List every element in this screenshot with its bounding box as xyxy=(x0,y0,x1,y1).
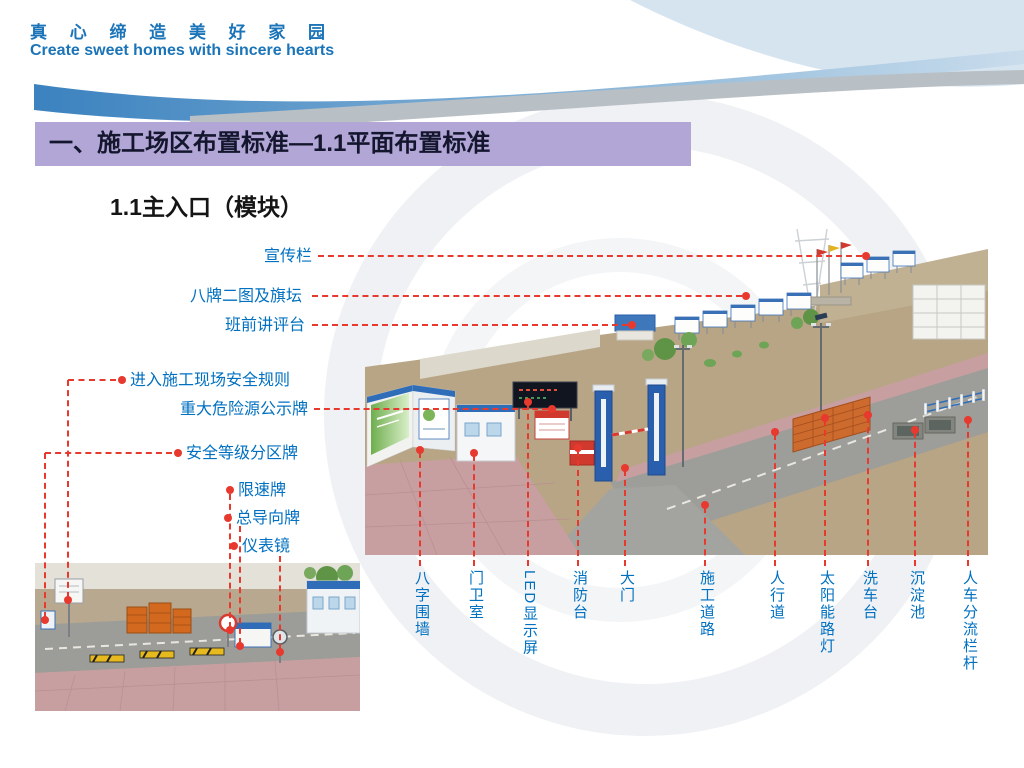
callout-line xyxy=(68,379,116,381)
callout-label-briefing-platform: 班前讲评台 xyxy=(225,317,306,334)
section-title-bar: 一、施工场区布置标准—1.1平面布置标准 xyxy=(35,122,691,166)
callout-line xyxy=(824,420,826,566)
callout-label-publicity-board: 宣传栏 xyxy=(264,248,313,265)
callout-label-gatehouse: 门卫室 xyxy=(467,570,484,621)
callout-dot xyxy=(236,642,244,650)
callout-dot xyxy=(701,501,709,509)
callout-label-speed-limit: 限速牌 xyxy=(238,482,287,499)
section-subtitle: 1.1主入口（模块） xyxy=(110,194,303,220)
callout-dot xyxy=(964,416,972,424)
callout-line xyxy=(239,526,241,644)
callout-dot xyxy=(41,616,49,624)
callout-dot xyxy=(771,428,779,436)
callout-line xyxy=(704,507,706,566)
callout-line xyxy=(44,453,46,618)
solar-street-lamps xyxy=(674,312,831,467)
callout-line xyxy=(229,494,231,628)
callout-label-wheel-wash: 洗车台 xyxy=(861,570,878,621)
callout-line xyxy=(914,432,916,566)
main-rendering-image xyxy=(365,228,988,555)
signboard-row xyxy=(674,292,812,340)
pallet-stacks xyxy=(126,602,192,634)
publicity-board-row xyxy=(840,250,916,285)
header-slogan-cn: 真 心 缔 造 美 好 家 园 xyxy=(30,23,335,42)
callout-dot xyxy=(224,514,232,522)
header-swoosh-decoration xyxy=(34,0,1024,132)
callout-label-led-screen: LED显示屏 xyxy=(521,570,538,657)
callout-label-construction-road: 施工道路 xyxy=(698,570,715,638)
callout-dot xyxy=(628,321,636,329)
callout-line xyxy=(45,452,172,454)
callout-dot xyxy=(862,252,870,260)
callout-line xyxy=(312,295,742,297)
callout-line xyxy=(279,556,281,650)
safety-rules-sign xyxy=(54,578,84,637)
callout-line xyxy=(314,408,548,410)
callout-line xyxy=(624,470,626,566)
callout-label-sedimentation-pit: 沉淀池 xyxy=(908,570,925,621)
thumbnail-rendering-image xyxy=(35,563,360,711)
callout-label-separation-railing: 人车分流栏杆 xyxy=(961,570,978,672)
callout-dot xyxy=(470,449,478,457)
callout-label-solar-lamp: 太阳能路灯 xyxy=(818,570,835,655)
approach-road xyxy=(550,485,745,555)
callout-dot xyxy=(524,398,532,406)
callout-dot xyxy=(864,411,872,419)
callout-label-hazard-board: 重大危险源公示牌 xyxy=(180,401,309,418)
callout-line xyxy=(318,255,862,257)
callout-line xyxy=(527,404,529,566)
led-screen xyxy=(512,381,578,421)
callout-dot xyxy=(118,376,126,384)
callout-label-direction-board: 总导向牌 xyxy=(236,510,301,527)
callout-dot xyxy=(230,542,238,550)
callout-dot xyxy=(742,292,750,300)
striped-barriers xyxy=(89,647,225,663)
separation-railing xyxy=(923,388,986,416)
callout-dot xyxy=(416,446,424,454)
header-slogan-en: Create sweet homes with sincere hearts xyxy=(30,42,335,59)
callout-label-fire-station: 消防台 xyxy=(571,570,588,621)
callout-dot xyxy=(276,648,284,656)
main-road xyxy=(610,367,988,542)
pink-plaza xyxy=(365,455,580,555)
callout-label-mirror: 仪表镜 xyxy=(242,538,291,555)
callout-line xyxy=(473,455,475,566)
callout-dot xyxy=(548,405,556,413)
callout-dot xyxy=(911,426,919,434)
callout-line xyxy=(577,450,579,566)
callout-dot xyxy=(574,444,582,452)
thumb-building xyxy=(306,580,360,634)
callout-line xyxy=(867,417,869,566)
callout-line xyxy=(419,452,421,566)
wheel-wash-platform xyxy=(792,396,871,453)
fire-station-cabinet xyxy=(569,440,595,466)
callout-line xyxy=(67,380,69,598)
thumb-pavement xyxy=(35,657,360,711)
callout-line xyxy=(967,422,969,566)
callout-label-splayed-wall: 八字围墙 xyxy=(413,570,430,638)
callout-dot xyxy=(226,486,234,494)
gatehouse xyxy=(456,404,516,462)
gate-columns xyxy=(592,378,668,482)
callout-dot xyxy=(226,626,234,634)
callout-label-zone-grade: 安全等级分区牌 xyxy=(186,445,299,462)
container-stack xyxy=(912,284,986,340)
hazard-notice-board xyxy=(534,410,570,440)
callout-dot xyxy=(64,596,72,604)
callout-label-eight-boards: 八牌二图及旗坛 xyxy=(190,288,303,305)
callout-line xyxy=(774,434,776,566)
callout-line xyxy=(312,324,628,326)
callout-dot xyxy=(821,414,829,422)
trees xyxy=(642,309,819,367)
callout-dot xyxy=(174,449,182,457)
callout-label-gate: 大门 xyxy=(618,570,635,604)
callout-label-safety-rules: 进入施工现场安全规则 xyxy=(130,372,291,389)
callout-label-sidewalk: 人行道 xyxy=(768,570,785,621)
callout-dot xyxy=(621,464,629,472)
